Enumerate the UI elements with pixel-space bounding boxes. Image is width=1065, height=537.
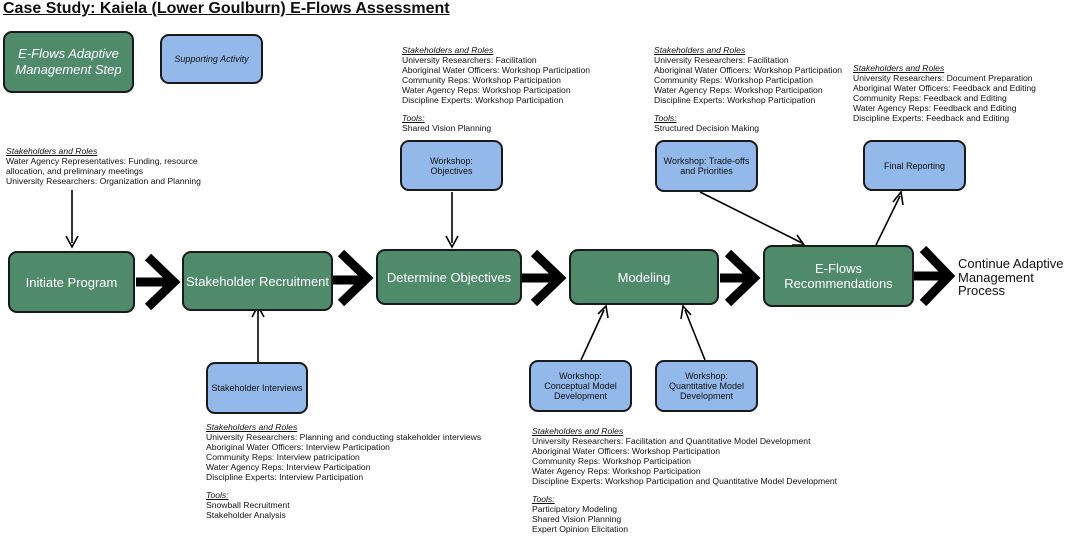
note-header: Stakeholders and Roles	[6, 146, 98, 156]
note-header: Stakeholders and Roles	[206, 422, 298, 432]
note-header: Stakeholders and Roles	[853, 63, 945, 73]
support-quantitative-workshop[interactable]: Workshop: Quantitative Model Development	[655, 360, 758, 412]
note-header: Stakeholders and Roles	[654, 45, 746, 55]
note-objectives: Stakeholders and Roles University Resear…	[402, 45, 590, 133]
tool-line: Shared Vision Planning	[402, 123, 492, 133]
tools-header: Tools:	[532, 494, 555, 504]
note-line: Community Reps: Workshop Participation	[532, 456, 691, 466]
tool-line: Shared Vision Planning	[532, 514, 622, 524]
note-line: Water Agency Reps: Workshop Participatio…	[532, 466, 701, 476]
tool-line: Expert Opinion Elicitation	[532, 524, 629, 534]
arrowhead	[65, 235, 79, 249]
support-final-reporting[interactable]: Final Reporting	[863, 140, 966, 191]
note-tradeoffs: Stakeholders and Roles University Resear…	[654, 45, 842, 133]
legend-step-box: E-Flows Adaptive Management Step	[3, 31, 134, 93]
step-initiate-program[interactable]: Initiate Program	[8, 251, 135, 313]
note-line: Aboriginal Water Officers: Interview Par…	[206, 442, 390, 452]
flow-chevron	[530, 249, 567, 307]
note-line: Aboriginal Water Officers: Workshop Part…	[402, 65, 591, 75]
note-line: Discipline Experts: Workshop Participati…	[532, 476, 838, 486]
step-label: E-Flows Recommendations	[784, 261, 893, 291]
note-line: Discipline Experts: Workshop Participati…	[654, 95, 816, 105]
step-label: Determine Objectives	[386, 269, 512, 285]
note-line: Water Agency Reps: Feedback and Editing	[853, 103, 1017, 113]
support-objectives-workshop[interactable]: Workshop: Objectives	[400, 140, 503, 191]
support-label: Stakeholder Interviews	[211, 383, 303, 393]
note-initiate: Stakeholders and Roles Water Agency Repr…	[6, 146, 201, 186]
note-header: Stakeholders and Roles	[402, 45, 494, 55]
note-line: Water Agency Representatives: Funding, r…	[6, 156, 198, 166]
note-line: Aboriginal Water Officers: Workshop Part…	[532, 446, 721, 456]
note-line: University Researchers: Facilitation and…	[532, 436, 811, 446]
note-line: Water Agency Reps: Workshop Participatio…	[402, 85, 571, 95]
continue-label: Continue Adaptive Management Process	[958, 256, 1064, 298]
support-stakeholder-interviews[interactable]: Stakeholder Interviews	[206, 362, 308, 414]
step-label: Stakeholder Recruitment	[185, 273, 330, 289]
note-line: allocation, and preliminary meetings	[6, 166, 144, 176]
flow-chevron	[919, 245, 956, 307]
note-recruitment: Stakeholders and Roles University Resear…	[206, 422, 481, 520]
connector-reporting	[875, 195, 901, 246]
note-line: Community Reps: Interview patricipation	[206, 452, 360, 462]
step-label: Modeling	[617, 269, 671, 285]
note-line: Water Agency Reps: Interview Participati…	[206, 462, 371, 472]
note-reporting: Stakeholders and Roles University Resear…	[853, 63, 1036, 123]
connector-conceptual	[580, 309, 605, 361]
arrowhead	[445, 235, 459, 249]
tool-line: Snowball Recruitment	[206, 500, 290, 510]
note-line: Water Agency Reps: Workshop Participatio…	[654, 85, 823, 95]
tools-header: Tools:	[206, 490, 229, 500]
support-conceptual-workshop[interactable]: Workshop: Conceptual Model Development	[529, 360, 632, 412]
note-line: Aboriginal Water Officers: Workshop Part…	[654, 65, 843, 75]
arrowhead	[680, 304, 692, 320]
note-line: University Researchers: Facilitation	[402, 55, 537, 65]
support-label: Workshop: Conceptual Model Development	[544, 371, 617, 401]
legend-step-label: E-Flows Adaptive Management Step	[15, 46, 122, 77]
support-label: Workshop: Quantitative Model Development	[668, 371, 745, 401]
note-line: Discipline Experts: Interview Participat…	[206, 472, 364, 482]
note-line: Community Reps: Feedback and Editing	[853, 93, 1007, 103]
step-modeling[interactable]: Modeling	[569, 249, 719, 305]
connector-quantitative	[684, 309, 706, 361]
note-line: University Researchers: Organization and…	[6, 176, 201, 186]
flow-chevron	[724, 249, 761, 307]
step-eflows-recommendations[interactable]: E-Flows Recommendations	[763, 245, 914, 307]
note-line: University Researchers: Facilitation	[654, 55, 789, 65]
page-title: Case Study: Kaiela (Lower Goulburn) E-Fl…	[3, 0, 450, 17]
flow-chevron	[337, 249, 374, 307]
support-label: Final Reporting	[883, 160, 946, 171]
note-line: Discipline Experts: Workshop Participati…	[402, 95, 564, 105]
tool-line: Structured Decision Making	[654, 123, 760, 133]
note-line: Discipline Experts: Feedback and Editing	[853, 113, 1010, 123]
tools-header: Tools:	[654, 113, 677, 123]
note-line: Community Reps: Workshop Participation	[402, 75, 561, 85]
step-stakeholder-recruitment[interactable]: Stakeholder Recruitment	[182, 251, 333, 311]
tool-line: Stakeholder Analysis	[206, 510, 286, 520]
arrowhead	[792, 234, 806, 246]
note-modeling: Stakeholders and Roles University Resear…	[532, 426, 837, 534]
step-label: Initiate Program	[25, 274, 118, 290]
tools-header: Tools:	[402, 113, 425, 123]
tool-line: Participatory Modeling	[532, 504, 618, 514]
legend-support-label: Supporting Activity	[174, 54, 249, 64]
connector-tradeoffs	[699, 191, 803, 244]
support-label: Workshop: Trade-offs and Priorities	[663, 156, 750, 176]
note-line: Aboriginal Water Officers: Feedback and …	[853, 83, 1036, 93]
support-label: Workshop: Objectives	[430, 155, 473, 176]
step-determine-objectives[interactable]: Determine Objectives	[376, 249, 522, 305]
note-header: Stakeholders and Roles	[532, 426, 624, 436]
note-line: University Researchers: Planning and con…	[206, 432, 482, 442]
note-line: Community Reps: Workshop Participation	[654, 75, 813, 85]
support-tradeoffs-workshop[interactable]: Workshop: Trade-offs and Priorities	[655, 140, 758, 192]
arrowhead	[597, 304, 609, 319]
arrowhead	[892, 190, 904, 206]
note-line: University Researchers: Document Prepara…	[853, 73, 1033, 83]
flow-chevron	[144, 253, 181, 311]
legend-support-box: Supporting Activity	[160, 34, 263, 84]
